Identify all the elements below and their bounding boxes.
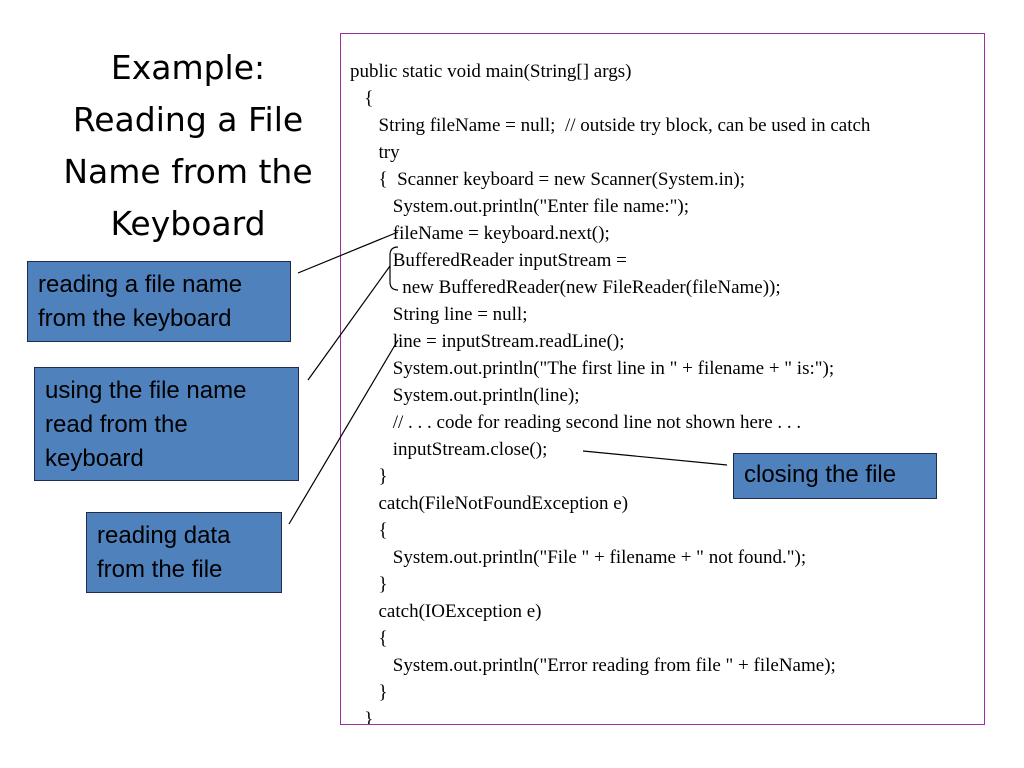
code-line-4: try: [350, 142, 400, 163]
title-line-3: Name from the: [63, 152, 313, 191]
slide-title: Example: Reading a File Name from the Ke…: [28, 42, 348, 250]
callout-closing-file-line-1: closing the file: [744, 461, 897, 488]
code-line-12: System.out.println("The first line in " …: [350, 358, 835, 379]
code-line-15: inputStream.close();: [350, 439, 548, 460]
code-line-18: {: [350, 520, 388, 541]
callout-reading-data-line-2: from the file: [97, 556, 223, 583]
callout-reading-file-name: reading a file name from the keyboard: [27, 261, 291, 342]
code-line-14: // . . . code for reading second line no…: [350, 412, 802, 433]
code-line-5: { Scanner keyboard = new Scanner(System.…: [350, 169, 745, 190]
code-line-11: line = inputStream.readLine();: [350, 331, 625, 352]
code-line-10: String line = null;: [350, 304, 528, 325]
code-line-8: BufferedReader inputStream =: [350, 250, 627, 271]
callout-closing-file: closing the file: [733, 453, 937, 499]
code-line-2: {: [350, 88, 374, 109]
code-listing-box: public static void main(String[] args) {…: [340, 33, 985, 725]
callout-reading-data-line-1: reading data: [97, 522, 231, 549]
callout-using-file-name-line-1: using the file name: [45, 377, 247, 404]
callout-reading-file-name-line-2: from the keyboard: [38, 305, 232, 332]
code-line-25: }: [350, 709, 374, 725]
code-line-24: }: [350, 682, 388, 703]
code-line-9: new BufferedReader(new FileReader(fileNa…: [350, 277, 781, 298]
code-line-16: }: [350, 466, 388, 487]
code-line-19: System.out.println("File " + filename + …: [350, 547, 807, 568]
callout-reading-file-name-line-1: reading a file name: [38, 271, 243, 298]
code-line-13: System.out.println(line);: [350, 385, 580, 406]
callout-using-file-name-line-3: keyboard: [45, 445, 144, 472]
code-line-6: System.out.println("Enter file name:");: [350, 196, 689, 217]
code-line-20: }: [350, 574, 388, 595]
title-line-4: Keyboard: [110, 204, 266, 243]
code-line-21: catch(IOException e): [350, 601, 542, 622]
code-line-7: fileName = keyboard.next();: [350, 223, 610, 244]
code-line-23: System.out.println("Error reading from f…: [350, 655, 836, 676]
title-line-2: Reading a File: [72, 100, 304, 139]
code-line-17: catch(FileNotFoundException e): [350, 493, 629, 514]
title-line-1: Example:: [110, 48, 266, 87]
callout-reading-data: reading data from the file: [86, 512, 282, 593]
code-line-3: String fileName = null; // outside try b…: [350, 115, 871, 136]
code-line-1: public static void main(String[] args): [350, 61, 632, 82]
callout-using-file-name-line-2: read from the: [45, 411, 188, 438]
callout-using-file-name: using the file name read from the keyboa…: [34, 367, 299, 481]
code-line-22: {: [350, 628, 388, 649]
